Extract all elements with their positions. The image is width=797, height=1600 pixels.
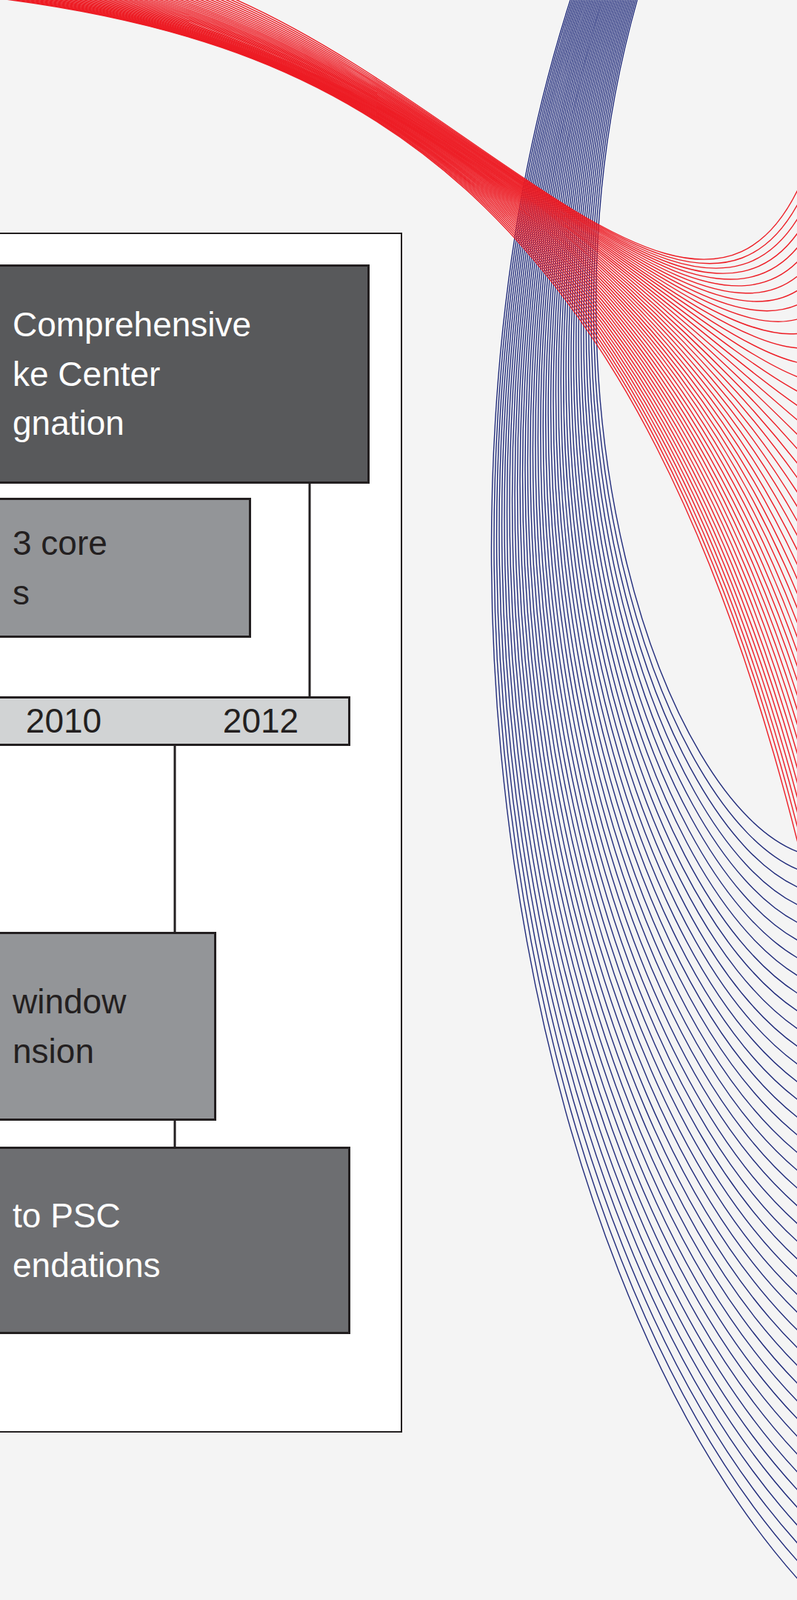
red-curve: [228, 0, 797, 264]
blue-curve: [593, 0, 797, 871]
blue-curve: [502, 0, 797, 1511]
milestone-text: window nsion: [12, 976, 143, 1076]
milestone-text: to PSC endations: [12, 1191, 187, 1290]
timeline-bar: 2010 2012: [0, 696, 351, 746]
blue-curve: [530, 0, 797, 1315]
blue-curve: [555, 0, 797, 1137]
blue-curve: [535, 0, 797, 1280]
blue-curve: [576, 0, 797, 995]
milestone-text: 3 core s: [12, 518, 124, 618]
blue-curve: [494, 0, 797, 1564]
timeline-connector: [308, 483, 312, 697]
blue-curve: [571, 0, 797, 1031]
red-curve: [222, 0, 797, 269]
milestone-box: 3 core s: [0, 497, 252, 638]
milestone-box: to PSC endations: [0, 1146, 351, 1335]
timeline-connector: [174, 1120, 177, 1147]
milestone-text: Comprehensive ke Center gnation: [12, 299, 269, 449]
timeline-connector: [174, 745, 177, 932]
blue-curve: [568, 0, 797, 1049]
blue-curve: [573, 0, 797, 1013]
blue-curve: [588, 0, 797, 906]
blue-curve: [532, 0, 797, 1297]
milestone-box: window nsion: [0, 931, 217, 1121]
blue-curve: [563, 0, 797, 1084]
blue-curve: [565, 0, 797, 1066]
blue-curve: [548, 0, 797, 1191]
blue-curve: [525, 0, 797, 1351]
blue-curve: [551, 0, 797, 1173]
year-label: 2010: [25, 700, 102, 742]
red-curve: [233, 0, 797, 260]
milestone-box: Comprehensive ke Center gnation: [0, 264, 370, 484]
blue-curve: [537, 0, 797, 1262]
blue-curve: [553, 0, 797, 1155]
year-label: 2012: [222, 700, 299, 742]
blue-curve: [545, 0, 797, 1209]
blue-curve: [491, 0, 797, 1582]
blue-curve: [528, 0, 797, 1333]
blue-curve: [581, 0, 797, 960]
blue-curve: [583, 0, 797, 942]
